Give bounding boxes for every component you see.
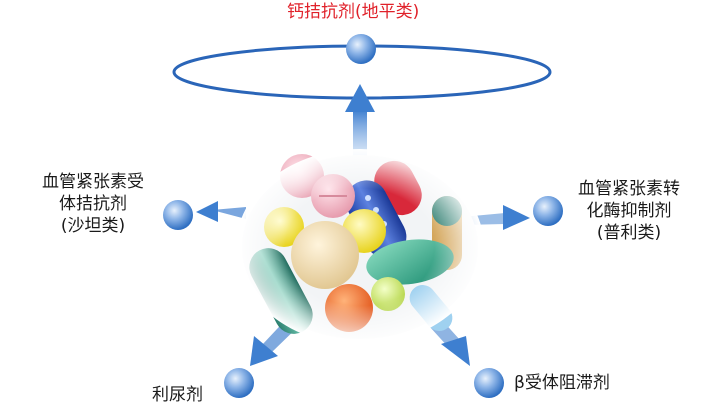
label-acei: 血管紧张素转 化酶抑制剂 (普利类) xyxy=(562,178,696,244)
arrow-left xyxy=(196,201,246,222)
label-arb-line3: (沙坦类) xyxy=(60,216,126,236)
label-beta-blocker: β受体阻滞剂 xyxy=(514,373,610,393)
label-diuretic: 利尿剂 xyxy=(152,385,203,405)
node-top xyxy=(346,34,376,64)
node-bottom-left xyxy=(224,368,254,398)
pill-cluster-image xyxy=(236,149,484,345)
node-bottom-right xyxy=(474,368,504,398)
arrow-up xyxy=(345,84,375,162)
label-arb-line2: 体拮抗剂 xyxy=(59,194,127,214)
node-left xyxy=(163,200,193,230)
label-calcium-antagonist: 钙拮抗剂(地平类) xyxy=(287,2,420,22)
node-right xyxy=(533,196,563,226)
label-acei-line1: 血管紧张素转 xyxy=(578,179,680,199)
label-arb-line1: 血管紧张素受 xyxy=(42,172,144,192)
label-acei-line2: 化酶抑制剂 xyxy=(586,201,672,221)
label-arb: 血管紧张素受 体拮抗剂 (沙坦类) xyxy=(28,171,158,237)
label-acei-line3: (普利类) xyxy=(596,223,662,243)
